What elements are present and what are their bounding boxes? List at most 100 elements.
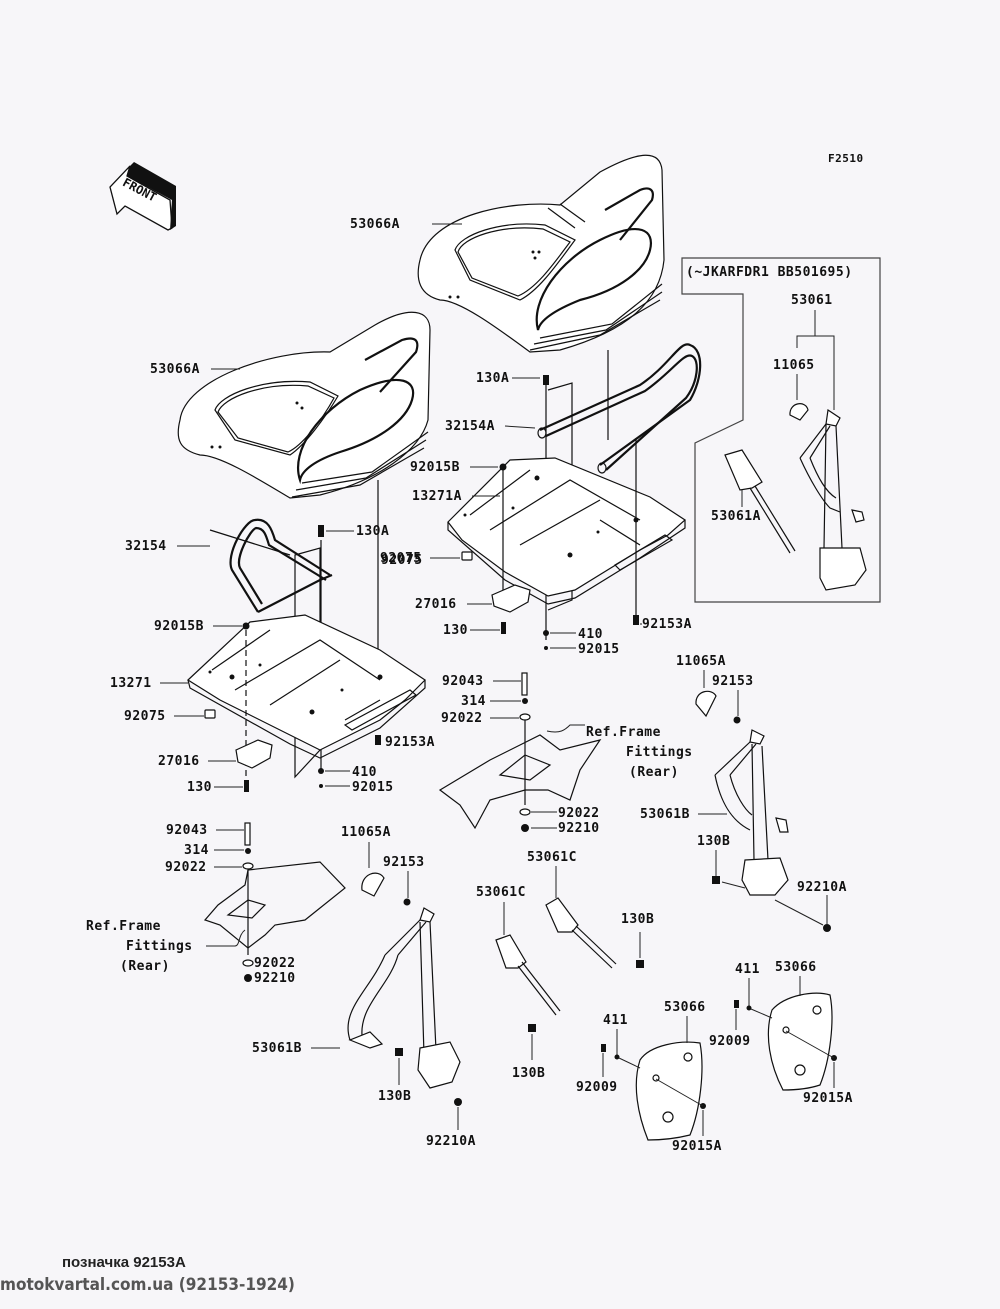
callout-bolt-c2: 130B <box>512 1066 545 1081</box>
callout-bolt-left-top: 130A <box>356 524 389 539</box>
callout-spacer-fr: 314 <box>461 694 486 709</box>
callout-nut-rl: 92210A <box>426 1134 476 1149</box>
base-left-13271 <box>187 614 426 759</box>
seat-left-53066A <box>177 311 431 499</box>
clip-92075-left <box>204 709 216 719</box>
callout-cover-rr: 11065A <box>676 654 726 669</box>
base-right-13271A <box>447 457 686 605</box>
callout-bolt-right-side: 92153A <box>642 617 692 632</box>
callout-nut-rr: 92210A <box>797 880 847 895</box>
callout-pad1: 53066 <box>664 1000 706 1015</box>
bolt-130B-c1 <box>636 960 644 968</box>
callout-pin-fr: 92043 <box>442 674 484 689</box>
callout-bolt-right-top: 130A <box>476 371 509 386</box>
callout-washer-fl-top: 92022 <box>165 860 207 875</box>
bolt-92153A-right <box>633 615 639 625</box>
callout-screw-pad1: 92009 <box>576 1080 618 1095</box>
callout-bar-right: 32154A <box>445 419 495 434</box>
pad-53066-left <box>635 1041 703 1141</box>
callout-clip-right: 92075 <box>380 551 422 566</box>
cap-92015-left <box>319 784 323 788</box>
front-arrow-icon: FRONT <box>109 162 176 231</box>
callout-buckle-c1: 53061C <box>527 850 577 865</box>
clip-92075-right <box>461 551 473 561</box>
seat-right-53066A <box>417 154 665 353</box>
nut-92210A-rr <box>823 924 831 932</box>
callout-buckle-c2: 53061C <box>476 885 526 900</box>
washer-411-pad1 <box>614 1054 620 1060</box>
callout-washer-left: 410 <box>352 765 377 780</box>
ref-frame-right-line3: (Rear) <box>629 765 679 780</box>
callout-screw-pad2: 92009 <box>709 1034 751 1049</box>
ref-frame-right-leader <box>546 724 585 733</box>
callout-bolt-rl-lower: 130B <box>378 1089 411 1104</box>
bracket-27016-left <box>235 739 273 769</box>
cover-11065A-rr <box>695 690 717 718</box>
callout-bolt-rr: 92153 <box>712 674 754 689</box>
callout-bolt-left-bottom: 130 <box>187 780 212 795</box>
callout-washer-fr-bottom: 92022 <box>558 806 600 821</box>
callout-spacer-fl: 314 <box>184 843 209 858</box>
buckle-53061C-upper <box>545 897 617 969</box>
callout-bolt-rl: 92153 <box>383 855 425 870</box>
nut-92210A-rl <box>454 1098 462 1106</box>
callout-cap-pad1: 92015A <box>672 1139 722 1154</box>
callout-base-right: 13271A <box>412 489 462 504</box>
callout-washer-pad2: 411 <box>735 962 760 977</box>
ref-frame-left-line1: Ref.Frame <box>86 919 161 934</box>
callout-pin-fl: 92043 <box>166 823 208 838</box>
callout-cover-old: 11065 <box>773 358 815 373</box>
washer-410-left <box>318 768 324 774</box>
callout-clip-left-top: 92075 <box>381 553 423 568</box>
callout-bracket-left: 27016 <box>158 754 200 769</box>
bolt-130A-left <box>318 525 324 537</box>
ref-frame-left-leader <box>206 929 246 947</box>
callout-clip-left: 92075 <box>124 709 166 724</box>
callout-bolt-rr-lower: 130B <box>697 834 730 849</box>
buckle-53061C-lower <box>495 934 561 1016</box>
bar-right-32154A <box>537 343 702 474</box>
callout-cap-right-bottom: 92015 <box>578 642 620 657</box>
belt-53061B-rl <box>347 907 461 1089</box>
cover-11065 <box>789 403 809 421</box>
bar-left-32154 <box>209 518 333 613</box>
callout-cap-left: 92015B <box>154 619 204 634</box>
cap-92015-right <box>544 646 548 650</box>
cap-92015B-right <box>499 463 507 471</box>
bolt-92153-rl <box>403 898 411 906</box>
serial-range-note: (~JKARFDR1 BB501695) <box>686 265 853 280</box>
bolt-130-left <box>244 780 249 792</box>
figure-code: F2510 <box>828 152 864 165</box>
callout-cap-right: 92015B <box>410 460 460 475</box>
washer-92022-fr-bottom <box>519 808 531 816</box>
bolt-130-right <box>501 622 506 634</box>
washer-92022-fl-bottom <box>242 959 254 967</box>
serial-range-box <box>681 257 881 603</box>
nut-92210-fr <box>521 824 529 832</box>
callout-bolt-c1: 130B <box>621 912 654 927</box>
callout-washer-fr-top: 92022 <box>441 711 483 726</box>
callout-belt-rl: 53061B <box>252 1041 302 1056</box>
callout-washer-right: 410 <box>578 627 603 642</box>
callout-washer-fl-bottom: 92022 <box>254 956 296 971</box>
callout-cap-pad2: 92015A <box>803 1091 853 1106</box>
pad-53066-right <box>767 992 833 1091</box>
ref-frame-right-line2: Fittings <box>626 745 693 760</box>
ref-frame-left-line3: (Rear) <box>120 959 170 974</box>
footer-caption: позначка 92153А <box>62 1254 186 1271</box>
callout-bolt-left-side: 92153A <box>385 735 435 750</box>
washer-410-right <box>543 630 549 636</box>
footer-source: motokvartal.com.ua (92153-1924) <box>0 1275 295 1295</box>
callout-cap-left-bottom: 92015 <box>352 780 394 795</box>
callout-pad2: 53066 <box>775 960 817 975</box>
cap-92015B-left <box>242 622 250 630</box>
callout-seat-left: 53066A <box>150 362 200 377</box>
cover-11065A-rl <box>361 872 385 897</box>
bolt-130B-c2 <box>528 1024 536 1032</box>
bolt-92153A-left <box>375 735 381 745</box>
nut-92210-fl <box>244 974 252 982</box>
callout-seat-right: 53066A <box>350 217 400 232</box>
callout-base-left: 13271 <box>110 676 152 691</box>
callout-washer-pad1: 411 <box>603 1013 628 1028</box>
